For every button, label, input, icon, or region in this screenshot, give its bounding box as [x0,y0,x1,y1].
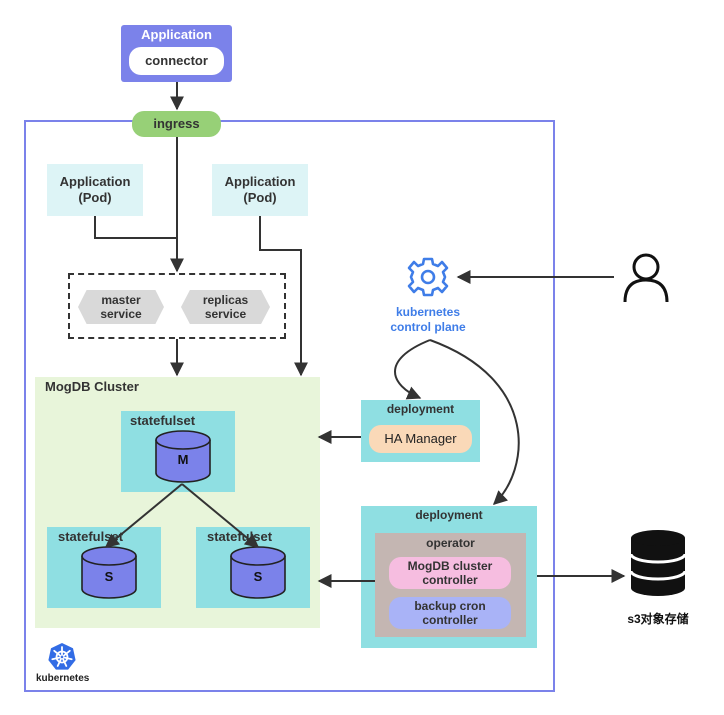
control-plane-line2: control plane [390,320,466,334]
ha-manager[interactable]: HA Manager [369,425,472,453]
replicas-service[interactable]: replicas service [181,290,270,324]
kubernetes-logo-label: kubernetes [36,673,90,684]
user-icon [623,253,669,303]
application-title: Application [141,27,212,42]
kubernetes-boundary [24,120,555,692]
replicas-service-line1: replicas [202,293,249,307]
db-label-master: M [177,452,189,467]
replicas-service-line2: service [204,307,247,321]
master-service-line1: master [101,293,141,307]
control-plane-line1: kubernetes [395,305,461,319]
ingress-pill[interactable]: ingress [132,111,221,137]
ha-deployment[interactable]: deployment HA Manager [361,400,480,462]
statefulset-master-label: statefulset [130,413,196,428]
mogdb-controller-line1: MogDB cluster [407,559,493,573]
gear-icon[interactable] [404,256,452,298]
backup-controller-line1: backup cron [414,599,486,613]
backup-cron-controller[interactable]: backup cron controller [389,597,511,629]
database-icon-s3 [629,530,687,596]
database-icon-replica-1 [81,546,137,599]
operator-label: operator [426,536,475,550]
kubernetes-logo-icon [48,643,76,670]
operator-deployment[interactable]: deployment operator MogDB cluster contro… [361,506,537,648]
backup-controller-line2: controller [422,613,478,627]
statefulset-replica-2-label: statefulset [207,529,273,544]
pod-1-line1: Application [59,174,131,189]
pod-1-line2: (Pod) [78,190,112,205]
pod-2-line1: Application [224,174,296,189]
operator-deployment-label: deployment [415,508,483,522]
master-service[interactable]: master service [78,290,164,324]
db-label-replica-1: S [104,569,114,584]
ha-deployment-label: deployment [386,402,455,416]
db-label-replica-2: S [253,569,263,584]
application-box[interactable]: Application connector [121,25,232,82]
connector-label: connector [129,47,224,75]
mogdb-cluster-title: MogDB Cluster [45,379,139,394]
database-icon-master [155,430,211,483]
operator-box[interactable]: operator MogDB cluster controller backup… [375,533,526,637]
statefulset-replica-1-label: statefulset [58,529,124,544]
mogdb-controller-line2: controller [422,573,478,587]
master-service-line2: service [100,307,142,321]
application-pod-1[interactable]: Application (Pod) [47,164,143,216]
pod-2-line2: (Pod) [243,190,277,205]
application-pod-2[interactable]: Application (Pod) [212,164,308,216]
s3-storage-label: s3对象存储 [627,612,689,626]
mogdb-cluster-controller[interactable]: MogDB cluster controller [389,557,511,589]
